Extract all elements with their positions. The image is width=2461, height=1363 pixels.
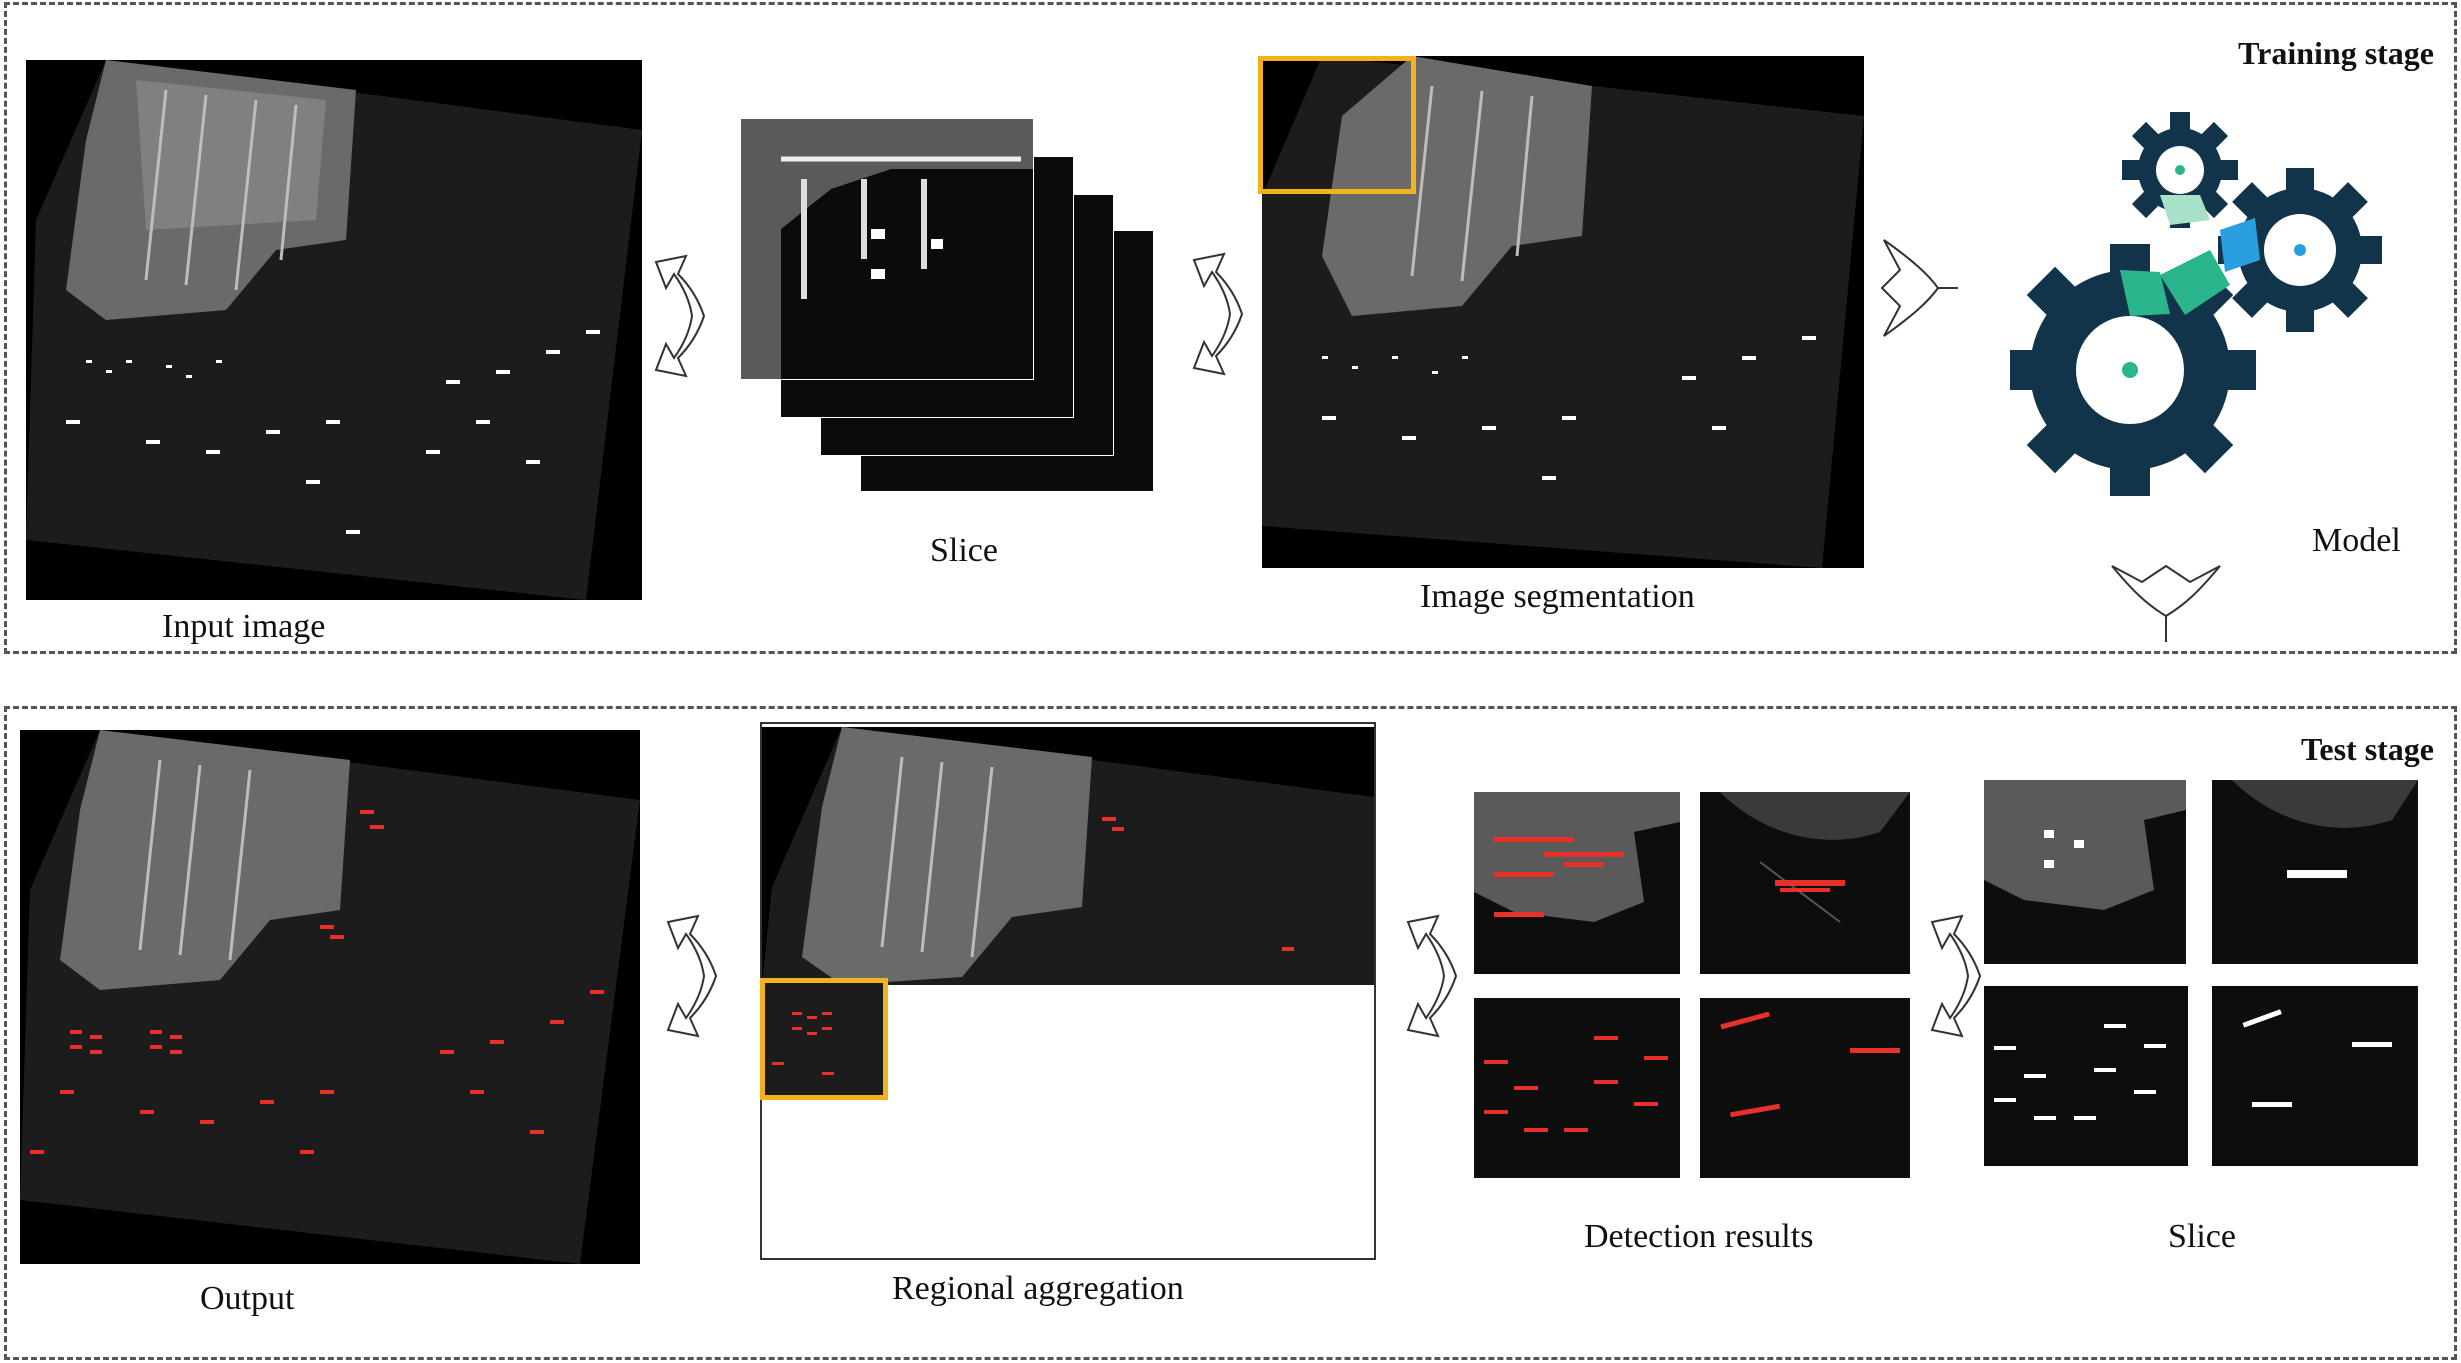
training-stage-title: Training stage — [2238, 35, 2434, 71]
output-image — [20, 730, 640, 1264]
aggregation-canvas — [760, 722, 1376, 1260]
detection-tile — [1474, 792, 1680, 974]
slice-stack — [740, 118, 1154, 492]
double-arrow-icon — [1406, 914, 1458, 1038]
double-arrow-icon — [654, 254, 706, 378]
gear-icon — [2010, 112, 2382, 496]
detection-label: Detection results — [1584, 1218, 1814, 1255]
detection-tile — [1474, 998, 1680, 1178]
test-slice-label: Slice — [2168, 1218, 2236, 1255]
slice-tile — [1984, 780, 2186, 964]
input-image-label: Input image — [162, 608, 326, 645]
model-label: Model — [2312, 522, 2401, 559]
test-stage-title: Test stage — [2300, 731, 2434, 767]
double-arrow-icon — [1930, 914, 1982, 1038]
arrow-down-icon — [2111, 564, 2221, 642]
double-arrow-icon — [1192, 252, 1244, 376]
aggregation-label: Regional aggregation — [892, 1270, 1184, 1307]
double-arrow-icon — [666, 914, 718, 1038]
slice-tile — [740, 118, 1034, 380]
slice-tile — [2212, 780, 2418, 964]
aggregated-tile — [762, 982, 886, 1098]
detection-tile — [1700, 998, 1910, 1178]
test-stage-panel: Test stage — [4, 706, 2457, 1360]
slice-tile — [2212, 986, 2418, 1166]
output-label: Output — [200, 1280, 295, 1317]
slice-tile — [1984, 986, 2188, 1166]
arrow-right-icon — [1880, 239, 1958, 337]
input-image — [26, 60, 642, 600]
training-stage-panel: Training stage — [4, 2, 2457, 654]
segmentation-label: Image segmentation — [1420, 578, 1695, 615]
highlight-box — [760, 978, 888, 1100]
slice-label: Slice — [930, 532, 998, 569]
detection-tile — [1700, 792, 1910, 974]
aggregated-top — [762, 724, 1374, 985]
highlight-box — [1258, 56, 1416, 194]
